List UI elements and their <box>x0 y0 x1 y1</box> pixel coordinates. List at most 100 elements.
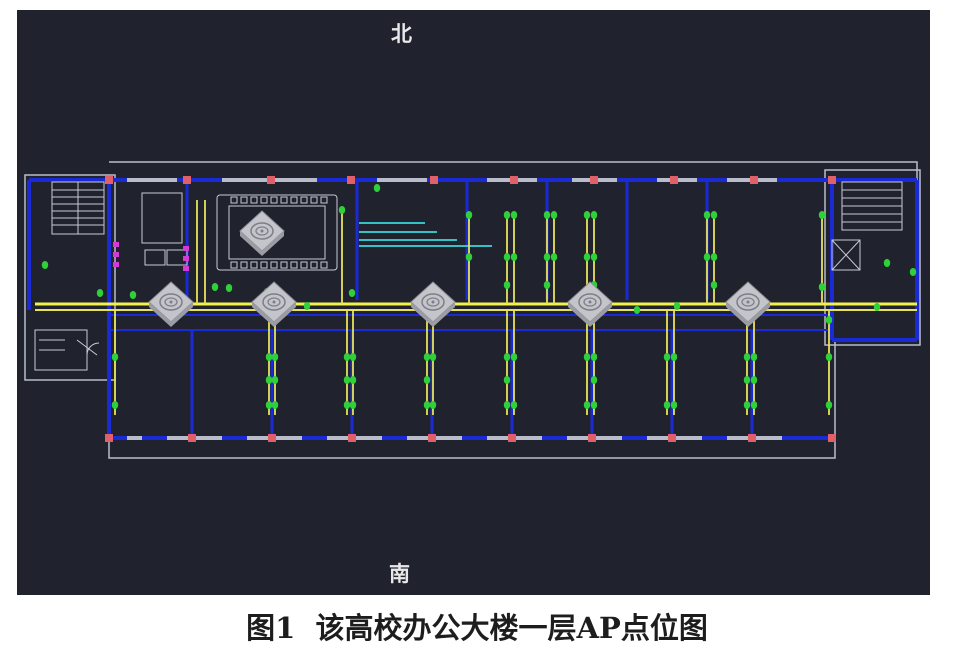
cable-node <box>503 353 511 361</box>
cable-node <box>590 353 598 361</box>
cable-node <box>825 316 833 324</box>
cable-node <box>510 353 518 361</box>
cable-node <box>750 353 758 361</box>
stair-east <box>831 181 903 271</box>
cable-node <box>583 353 591 361</box>
ap-device-icon <box>148 281 194 327</box>
cable-node <box>663 401 671 409</box>
figure-caption: 图1 该高校办公大楼一层AP点位图 <box>246 611 708 645</box>
chair <box>250 261 258 269</box>
cable-node <box>225 284 233 292</box>
cable-node <box>503 281 511 289</box>
cable-node <box>510 211 518 219</box>
cable-node <box>818 283 826 291</box>
chair <box>260 261 268 269</box>
cable-node <box>465 253 473 261</box>
cable-node <box>670 353 678 361</box>
chair <box>320 261 328 269</box>
cable-node <box>670 401 678 409</box>
chair <box>300 196 308 204</box>
chair <box>260 196 268 204</box>
cable-node <box>349 376 357 384</box>
cable-node <box>429 353 437 361</box>
conference-table <box>216 194 338 271</box>
cable-node <box>349 401 357 409</box>
chair <box>290 261 298 269</box>
chair <box>320 196 328 204</box>
cable-node <box>271 401 279 409</box>
cable-node <box>703 211 711 219</box>
cable-node <box>271 376 279 384</box>
chair <box>250 196 258 204</box>
floor-plan-drawing <box>24 161 921 459</box>
south-label: 南 <box>389 562 410 586</box>
cable-node <box>583 401 591 409</box>
ap-device-icon <box>725 281 771 327</box>
floor-plan-panel: 北 南 <box>17 10 930 595</box>
ap-devices <box>148 210 771 327</box>
cable-node <box>543 253 551 261</box>
cable-node <box>343 353 351 361</box>
stair-west <box>51 181 105 235</box>
cable-node <box>590 401 598 409</box>
cable-node <box>673 302 681 310</box>
cable-node <box>750 376 758 384</box>
ap-device-icon <box>251 281 297 327</box>
cable-node <box>583 253 591 261</box>
chair <box>300 261 308 269</box>
cable-node <box>590 211 598 219</box>
cable-node <box>633 306 641 314</box>
cable-node <box>703 253 711 261</box>
cable-nodes <box>41 184 917 409</box>
cable-node <box>429 401 437 409</box>
cable-node <box>265 353 273 361</box>
cable-node <box>96 289 104 297</box>
cable-node <box>111 353 119 361</box>
cable-node <box>343 376 351 384</box>
cable-node <box>543 281 551 289</box>
cable-node <box>590 253 598 261</box>
ap-device-icon <box>410 281 456 327</box>
cable-node <box>909 268 917 276</box>
cable-node <box>129 291 137 299</box>
cable-drops <box>114 200 830 415</box>
cable-node <box>583 211 591 219</box>
cable-node <box>503 376 511 384</box>
cable-node <box>303 302 311 310</box>
ap-device-icon <box>567 281 613 327</box>
cable-node <box>873 303 881 311</box>
chair <box>290 196 298 204</box>
cable-node <box>883 259 891 267</box>
cable-node <box>338 206 346 214</box>
cable-node <box>710 211 718 219</box>
cable-node <box>465 211 473 219</box>
chair <box>230 261 238 269</box>
chair <box>270 196 278 204</box>
chair <box>240 261 248 269</box>
cable-node <box>750 401 758 409</box>
chair <box>310 196 318 204</box>
cable-node <box>818 211 826 219</box>
cable-node <box>743 401 751 409</box>
chair <box>310 261 318 269</box>
cable-node <box>503 211 511 219</box>
cable-node <box>543 211 551 219</box>
cable-node <box>825 401 833 409</box>
cable-node <box>510 401 518 409</box>
cable-node <box>550 253 558 261</box>
magenta-markers <box>113 242 189 271</box>
columns <box>105 176 836 442</box>
cable-node <box>265 376 273 384</box>
cable-node <box>743 376 751 384</box>
cable-node <box>41 261 49 269</box>
cable-node <box>423 353 431 361</box>
teal-lines <box>359 222 492 247</box>
cable-node <box>348 289 356 297</box>
cable-node <box>423 376 431 384</box>
north-label: 北 <box>391 22 412 46</box>
office-furniture <box>141 192 188 266</box>
cable-node <box>710 281 718 289</box>
chair <box>280 196 288 204</box>
cable-node <box>743 353 751 361</box>
cable-node <box>211 283 219 291</box>
